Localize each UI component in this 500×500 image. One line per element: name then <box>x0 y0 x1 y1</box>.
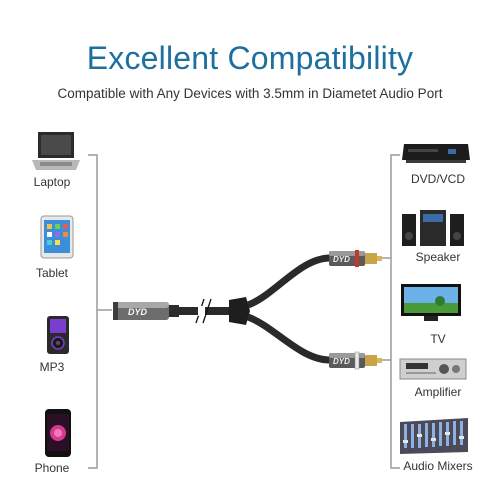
audio-mixer-icon <box>400 418 468 454</box>
tv-icon <box>401 284 461 321</box>
rca-lower-brand-text: DYD <box>333 357 350 366</box>
right-bracket-line <box>390 154 400 469</box>
rca-upper-brand-text: DYD <box>333 255 350 264</box>
rca-plug-upper: DYD <box>329 250 382 267</box>
tablet-icon <box>40 215 74 259</box>
rca-plug-lower: DYD <box>329 351 382 370</box>
amplifier-icon <box>399 358 467 380</box>
cable-break-mark <box>202 298 212 324</box>
lower-cable-branch <box>246 313 331 364</box>
upper-cable-branch <box>246 254 331 309</box>
device-label-tablet: Tablet <box>35 266 69 280</box>
device-label-tv: TV <box>430 332 446 346</box>
device-label-audio-mixers: Audio Mixers <box>403 459 473 473</box>
mp3-player-icon <box>47 316 69 354</box>
device-label-dvd-vcd: DVD/VCD <box>410 172 465 186</box>
page-subtitle: Compatible with Any Devices with 3.5mm i… <box>57 86 443 101</box>
device-label-speaker: Speaker <box>415 250 461 264</box>
device-label-mp3: MP3 <box>39 360 65 374</box>
left-bracket-line <box>88 154 98 469</box>
page-title: Excellent Compatibility <box>86 40 414 76</box>
device-label-laptop: Laptop <box>33 175 71 189</box>
device-label-phone: Phone <box>34 461 70 475</box>
laptop-icon <box>32 132 80 170</box>
female-jack-connector: DYD <box>113 302 179 320</box>
speaker-icon <box>402 210 464 246</box>
phone-icon <box>45 409 71 457</box>
device-label-amplifier: Amplifier <box>414 385 462 399</box>
dvd-player-icon <box>402 144 470 163</box>
jack-brand-text: DYD <box>128 307 148 317</box>
cable-splitter <box>229 297 250 325</box>
